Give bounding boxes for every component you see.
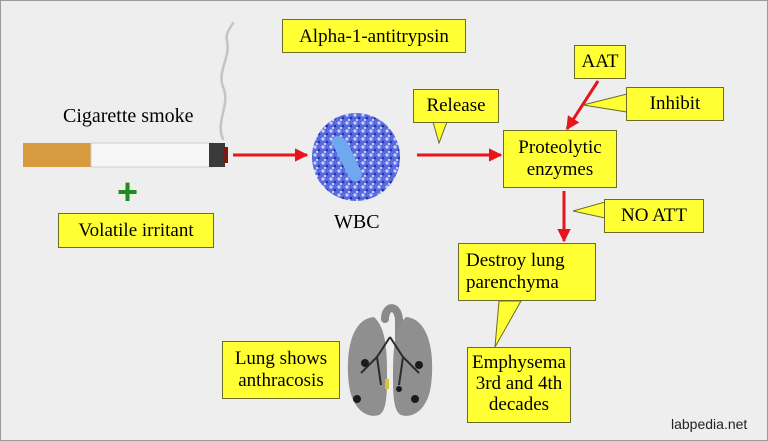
wbc-label: WBC [334,211,380,233]
lung-anthracosis-box: Lung shows anthracosis [222,341,340,399]
title-text: Alpha-1-antitrypsin [299,26,449,47]
emphysema-box: Emphysema 3rd and 4th decades [467,347,571,423]
watermark: labpedia.net [671,416,748,432]
inhibit-text: Inhibit [649,93,701,114]
plus-sign: + [117,171,139,212]
cigarette-icon [23,21,235,168]
arrow-aat-to-enzymes [565,80,600,131]
aat-text: AAT [581,51,619,72]
emphysema-text-line2: 3rd and 4th [475,373,563,394]
volatile-irritant-text: Volatile irritant [78,220,194,241]
inhibit-box: Inhibit [626,87,724,121]
destroy-callout-tail [494,300,522,348]
no-att-callout-tail [572,201,606,219]
destroy-text-line1: Destroy lung [466,250,565,271]
release-text: Release [426,95,486,116]
proteolytic-text-line1: Proteolytic [518,137,602,158]
no-att-box: NO ATT [604,199,704,233]
cigarette-smoke-label: Cigarette smoke [63,105,194,127]
no-att-text: NO ATT [621,205,687,226]
proteolytic-text-line2: enzymes [526,159,594,180]
destroy-text-line2: parenchyma [466,272,559,293]
aat-box: AAT [574,45,626,79]
title-box: Alpha-1-antitrypsin [282,19,466,53]
release-callout-tail [432,121,448,145]
emphysema-text-line3: decades [488,394,550,415]
volatile-irritant-box: Volatile irritant [58,213,214,248]
proteolytic-enzymes-box: Proteolytic enzymes [503,130,617,188]
lung-text-line2: anthracosis [238,370,324,391]
lungs-icon [347,304,433,416]
destroy-lung-parenchyma-box: Destroy lung parenchyma [458,243,596,301]
release-box: Release [413,89,499,123]
lung-text-line1: Lung shows [234,348,328,369]
emphysema-text-line1: Emphysema [472,352,566,373]
wbc-cell-icon [312,113,400,201]
